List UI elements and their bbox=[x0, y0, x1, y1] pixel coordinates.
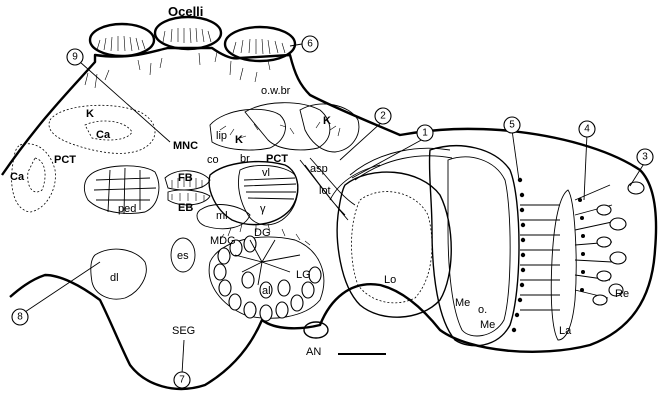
ocellus-center bbox=[153, 15, 223, 51]
label-ca-left: Ca bbox=[10, 171, 25, 183]
label-k-top: K bbox=[86, 108, 94, 120]
label-lo: Lo bbox=[384, 274, 396, 286]
label-re: Re bbox=[615, 288, 629, 300]
antennal-lobe bbox=[208, 223, 325, 322]
label-lip: lip bbox=[216, 130, 227, 142]
label-lot: lot bbox=[319, 185, 331, 197]
tract-fibers bbox=[299, 157, 356, 221]
label-ped: ped bbox=[118, 203, 136, 215]
callout-8: 8 bbox=[17, 312, 23, 323]
ocelli-group bbox=[84, 15, 297, 89]
label-ca-top: Ca bbox=[96, 129, 111, 141]
antennal-nerve-an bbox=[303, 321, 329, 339]
lobula-lo bbox=[336, 171, 452, 318]
esophagus-es bbox=[170, 237, 196, 273]
dorsal-lobe-dl bbox=[90, 248, 147, 300]
brain-outline bbox=[1, 46, 658, 391]
medulla-me bbox=[428, 145, 520, 347]
callout-2: 2 bbox=[380, 111, 386, 122]
label-an: AN bbox=[306, 346, 321, 358]
callout-1: 1 bbox=[422, 128, 428, 139]
label-o-me-me: Me bbox=[480, 319, 495, 331]
label-es: es bbox=[177, 250, 189, 262]
callout-9: 9 bbox=[72, 52, 78, 63]
callout-7: 7 bbox=[179, 375, 185, 386]
label-pct-left: PCT bbox=[54, 154, 76, 166]
label-mnc: MNC bbox=[173, 140, 198, 152]
label-o-me-o: o. bbox=[478, 304, 487, 316]
label-la: La bbox=[559, 325, 572, 337]
label-br: br bbox=[240, 153, 250, 165]
callout-3: 3 bbox=[642, 152, 648, 163]
label-co: co bbox=[207, 154, 219, 166]
left-mushroom-body bbox=[11, 104, 156, 213]
ocelli-title: Ocelli bbox=[168, 4, 203, 19]
label-seg: SEG bbox=[172, 325, 195, 337]
callout-6: 6 bbox=[307, 39, 313, 50]
ocellus-right bbox=[223, 25, 297, 63]
label-gamma: γ bbox=[260, 203, 266, 215]
label-pct-center: PCT bbox=[266, 153, 288, 165]
callout-4: 4 bbox=[584, 124, 590, 135]
ocellus-left bbox=[88, 22, 156, 58]
label-lg: LG bbox=[296, 269, 311, 281]
label-k-right: K bbox=[323, 115, 331, 127]
central-body bbox=[83, 165, 211, 215]
callout-5: 5 bbox=[509, 120, 515, 131]
label-dl: dl bbox=[110, 272, 119, 284]
label-mdg: MDG bbox=[210, 235, 236, 247]
optic-lobe bbox=[329, 145, 645, 347]
label-al: al bbox=[262, 285, 271, 297]
label-me-outer: Me bbox=[455, 297, 470, 309]
label-eb: EB bbox=[178, 202, 193, 214]
label-k-left: K bbox=[235, 134, 243, 146]
right-mushroom-body bbox=[196, 102, 360, 230]
label-dg: DG bbox=[254, 227, 271, 239]
label-vl: vl bbox=[262, 167, 270, 179]
lamina-la bbox=[550, 189, 577, 341]
callouts: 1 2 3 4 5 6 7 8 9 bbox=[11, 35, 654, 389]
label-asp: asp bbox=[310, 163, 328, 175]
label-fb: FB bbox=[178, 172, 193, 184]
label-ml: ml bbox=[216, 210, 228, 222]
label-owbr: o.w.br bbox=[261, 85, 291, 97]
